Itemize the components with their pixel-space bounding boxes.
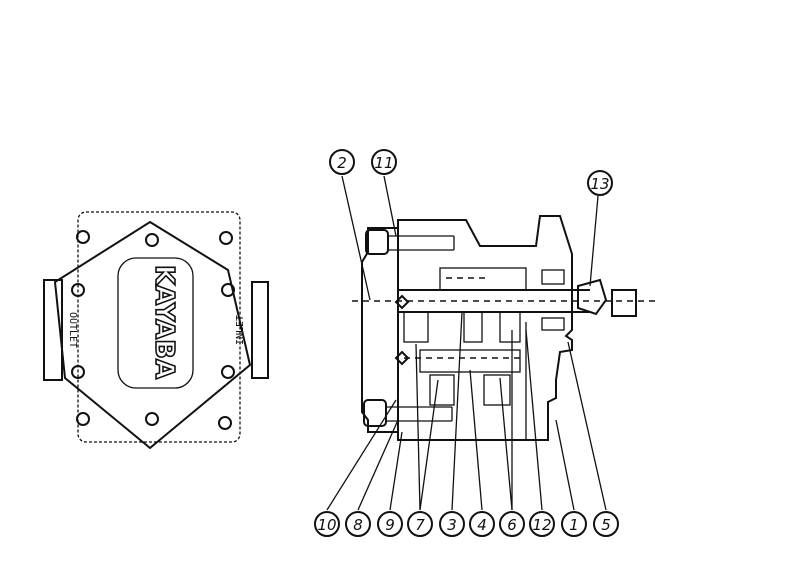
callout-7: 7 [407, 511, 433, 537]
pump-body [397, 215, 573, 441]
drive-gear [439, 267, 527, 291]
callout-2: 2 [329, 149, 355, 175]
callout-3: 3 [439, 511, 465, 537]
front-bolt-hole [145, 412, 159, 426]
callout-5: 5 [593, 511, 619, 537]
relief-pocket [541, 269, 565, 285]
front-bolt-hole [145, 233, 159, 247]
front-bolt-hole [218, 416, 232, 430]
callout-6-text: 6 [507, 516, 517, 534]
front-bolt-hole [71, 283, 85, 297]
shaft-end [611, 289, 637, 317]
front-bolt-hole [76, 412, 90, 426]
callout-11-text: 11 [374, 154, 393, 172]
callout-9-text: 9 [385, 516, 395, 534]
callout-12-text: 12 [532, 516, 551, 534]
callout-12: 12 [529, 511, 555, 537]
callout-4-text: 4 [477, 516, 487, 534]
driven-gear [419, 349, 521, 373]
callout-13: 13 [587, 170, 613, 196]
inlet-label: INLET [235, 315, 246, 345]
outlet-port-block [43, 279, 63, 381]
front-mounting-plate [77, 211, 241, 443]
kayaba-logo: KAYABA [149, 265, 179, 379]
callout-8: 8 [345, 511, 371, 537]
callouts: 2 11 13 10 8 9 7 3 [314, 149, 619, 537]
bushing-lower [429, 374, 455, 406]
front-bolt-hole [76, 230, 90, 244]
callout-8-text: 8 [353, 516, 363, 534]
side-plate [403, 311, 429, 343]
side-plate [499, 311, 521, 343]
callout-1: 1 [561, 511, 587, 537]
front-bolt-hole [71, 365, 85, 379]
bushing-lower [483, 374, 511, 406]
side-plate [463, 311, 483, 343]
front-bolt-hole [221, 365, 235, 379]
callout-4: 4 [469, 511, 495, 537]
callout-1-text: 1 [569, 516, 579, 534]
callout-9: 9 [377, 511, 403, 537]
section-view [352, 215, 655, 441]
dowel-pin [394, 294, 410, 310]
callout-11: 11 [371, 149, 397, 175]
oil-seal [577, 278, 608, 316]
inlet-port-block [251, 281, 269, 379]
front-bolt-hole [219, 231, 233, 245]
front-view: OUTLET INLET KAYABA [43, 211, 269, 450]
callout-2-text: 2 [337, 154, 347, 172]
relief-pocket [541, 317, 565, 331]
leader-lines [326, 175, 607, 511]
front-hex-body [53, 220, 252, 450]
cover-body [361, 227, 399, 433]
callout-3-text: 3 [447, 516, 457, 534]
callout-10: 10 [314, 511, 340, 537]
front-bolt-hole [221, 283, 235, 297]
outlet-label: OUTLET [67, 312, 78, 348]
front-inner-boss [117, 257, 194, 389]
callout-5-text: 5 [601, 516, 611, 534]
callout-6: 6 [499, 511, 525, 537]
callout-10-text: 10 [317, 516, 336, 534]
callout-13-text: 13 [590, 175, 609, 193]
callout-7-text: 7 [415, 516, 425, 534]
upper-bolt-head [365, 229, 389, 255]
dowel-pin [394, 350, 410, 366]
lower-bolt-head [363, 399, 387, 427]
